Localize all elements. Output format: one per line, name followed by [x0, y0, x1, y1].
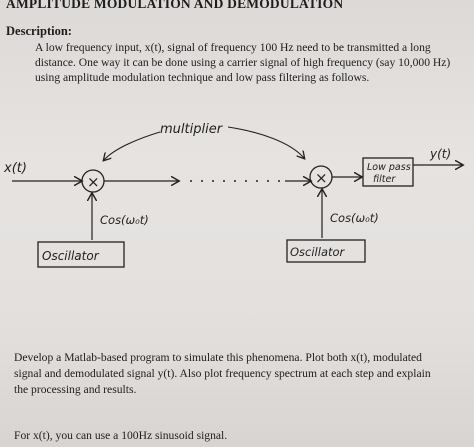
input-label: x(t): [3, 161, 27, 176]
multiplier-pointer-right: [227, 126, 304, 158]
oscillator-right-label: Oscillator: [290, 245, 346, 259]
task-line: the processing and results.: [14, 383, 137, 396]
description-line: using amplitude modulation technique and…: [35, 71, 370, 84]
low-pass-filter-block: [362, 157, 414, 187]
multiplier-pointer-left: [104, 131, 161, 160]
filter-label-line1: Low pass: [367, 162, 411, 173]
output-label: y(t): [429, 147, 451, 161]
multiplier-label: multiplier: [160, 122, 224, 137]
task-line: Develop a Matlab-based program to simula…: [14, 351, 422, 364]
task-line: signal and demodulated signal y(t). Also…: [14, 367, 431, 380]
description-label: Description:: [6, 24, 72, 38]
multiplier-right-symbol: ×: [315, 169, 328, 187]
description-line: distance. One way it can be done using a…: [35, 56, 451, 69]
oscillator-right-block: [286, 239, 366, 263]
description-line: A low frequency input, x(t), signal of f…: [35, 41, 431, 54]
page-title: AMPLITUDE MODULATION AND DEMODULATION: [6, 0, 344, 11]
oscillator-left-label: Oscillator: [42, 249, 100, 263]
carrier-left-label: Cos(ω₀t): [100, 213, 149, 227]
oscillator-left-block: [37, 241, 125, 268]
multiplier-left-symbol: ×: [87, 173, 100, 191]
task-line: For x(t), you can use a 100Hz sinusoid s…: [14, 429, 228, 442]
filter-label-line2: filter: [373, 174, 396, 185]
carrier-right-label: Cos(ω₀t): [330, 211, 379, 225]
